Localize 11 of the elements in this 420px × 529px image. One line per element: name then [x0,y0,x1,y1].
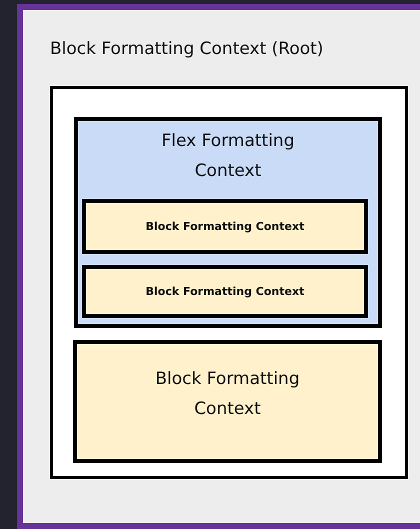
block-context-box [82,199,368,254]
flex-context-box [74,117,382,328]
context-label: Flex Formatting Context [160,130,296,183]
root-panel [17,4,420,529]
context-label: Block Formatting Context [154,368,301,421]
container-box [50,86,408,479]
block-context-box [73,340,382,463]
context-label: Block Formatting Context [144,284,306,299]
context-heading: Block Formatting Context (Root) [50,38,324,60]
context-label: Block Formatting Context [144,219,306,234]
block-context-box [82,265,368,318]
